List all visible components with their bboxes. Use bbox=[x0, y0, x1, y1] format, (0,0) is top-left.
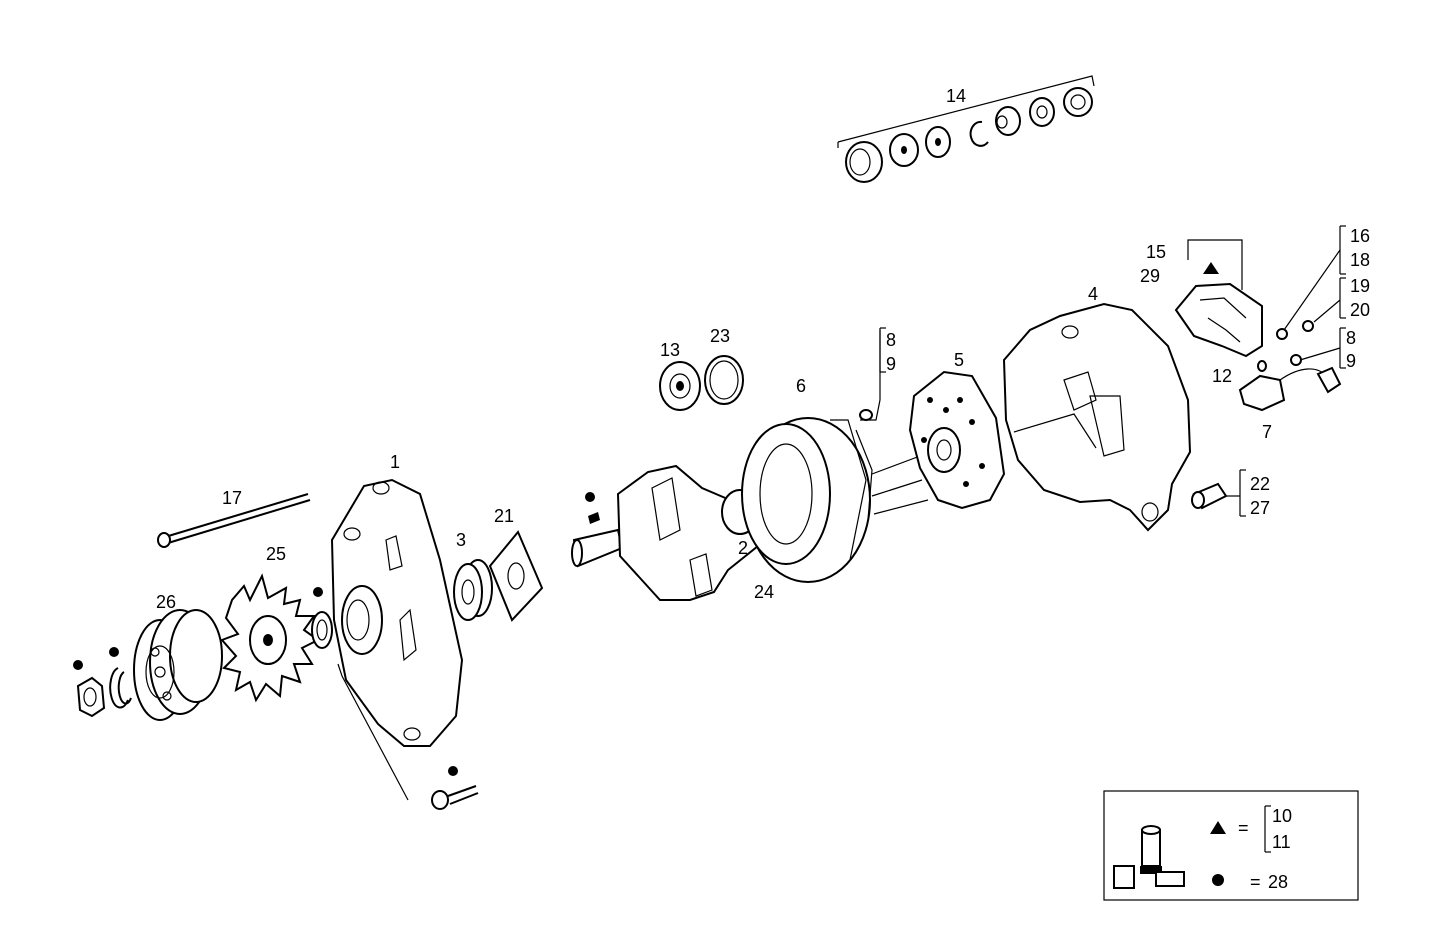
dot-marker-icon bbox=[109, 647, 119, 657]
callout-6: 6 bbox=[796, 376, 806, 396]
callout-7: 7 bbox=[1262, 422, 1272, 442]
part-6-stator bbox=[741, 399, 929, 583]
callout-17: 17 bbox=[222, 488, 242, 508]
callout-18: 18 bbox=[1350, 250, 1370, 270]
dot-marker-icon bbox=[73, 660, 83, 670]
part-7-brush-holder bbox=[1238, 327, 1346, 412]
triangle-marker-icon bbox=[1203, 262, 1219, 274]
dot-marker-icon bbox=[313, 587, 323, 597]
part-14-kit bbox=[837, 75, 1095, 183]
callout-25: 25 bbox=[266, 544, 286, 564]
callout-19: 19 bbox=[1350, 276, 1370, 296]
callout-5: 5 bbox=[954, 350, 964, 370]
part-1-drive-end-bracket bbox=[330, 478, 464, 801]
callout-9a: 9 bbox=[886, 354, 896, 374]
dot-marker-icon bbox=[585, 492, 595, 502]
part-bracket-screw bbox=[431, 785, 479, 810]
callout-14: 14 bbox=[946, 86, 966, 106]
callout-2: 2 bbox=[738, 538, 748, 558]
callout-29: 29 bbox=[1140, 266, 1160, 286]
part-19-screw bbox=[1302, 277, 1346, 332]
part-16-screw bbox=[1276, 225, 1346, 340]
part-6-terminal bbox=[859, 330, 881, 421]
dot-marker-icon bbox=[1212, 874, 1224, 886]
callout-13: 13 bbox=[660, 340, 680, 360]
part-17-through-bolt bbox=[157, 493, 311, 548]
legend-triangle-item-11: 11 bbox=[1272, 832, 1291, 852]
callout-labels: 1 2 3 4 5 6 7 8 9 8 9 12 13 14 15 29 16 … bbox=[156, 86, 1370, 612]
callout-23: 23 bbox=[710, 326, 730, 346]
part-spacer-ring bbox=[311, 611, 333, 649]
callout-24: 24 bbox=[754, 582, 774, 602]
legend-dot-item-28: 28 bbox=[1268, 872, 1288, 892]
callout-15: 15 bbox=[1146, 242, 1166, 262]
callout-20: 20 bbox=[1350, 300, 1370, 320]
dot-marker-icon bbox=[448, 766, 458, 776]
part-21-retaining-plate bbox=[488, 530, 544, 622]
legend-triangle-item-10: 10 bbox=[1272, 806, 1292, 826]
part-13-bearing bbox=[659, 361, 701, 411]
callout-3: 3 bbox=[456, 530, 466, 550]
part-24-rotor bbox=[571, 464, 762, 601]
part-washer-circlip bbox=[109, 667, 132, 709]
callout-26: 26 bbox=[156, 592, 176, 612]
part-nut bbox=[76, 676, 106, 718]
part-22-sleeve bbox=[1191, 482, 1228, 510]
callout-22: 22 bbox=[1250, 474, 1270, 494]
part-25-fan bbox=[220, 573, 320, 703]
part-3-bearing bbox=[453, 559, 493, 621]
part-5-rectifier bbox=[908, 370, 1006, 510]
legend-triangle-equals: = bbox=[1238, 818, 1249, 838]
legend-kit-illustration bbox=[1113, 825, 1185, 889]
legend-dot-equals: = bbox=[1250, 872, 1261, 892]
bracket-lines bbox=[879, 327, 1246, 517]
part-26-pulley bbox=[133, 609, 223, 721]
callout-8a: 8 bbox=[886, 330, 896, 350]
callout-27: 27 bbox=[1250, 498, 1270, 518]
triangle-marker-icon bbox=[1210, 821, 1226, 834]
callout-16: 16 bbox=[1350, 226, 1370, 246]
callout-9b: 9 bbox=[1346, 351, 1356, 371]
callout-12: 12 bbox=[1212, 366, 1232, 386]
callout-1: 1 bbox=[390, 452, 400, 472]
callout-21: 21 bbox=[494, 506, 514, 526]
dot-markers bbox=[73, 262, 1219, 776]
part-15-regulator bbox=[1174, 239, 1263, 358]
callout-8b: 8 bbox=[1346, 328, 1356, 348]
legend-box: = 10 11 = 28 bbox=[1103, 790, 1359, 901]
callout-4: 4 bbox=[1088, 284, 1098, 304]
part-4-slip-ring-housing bbox=[1002, 302, 1192, 532]
part-23-ring bbox=[704, 355, 744, 405]
